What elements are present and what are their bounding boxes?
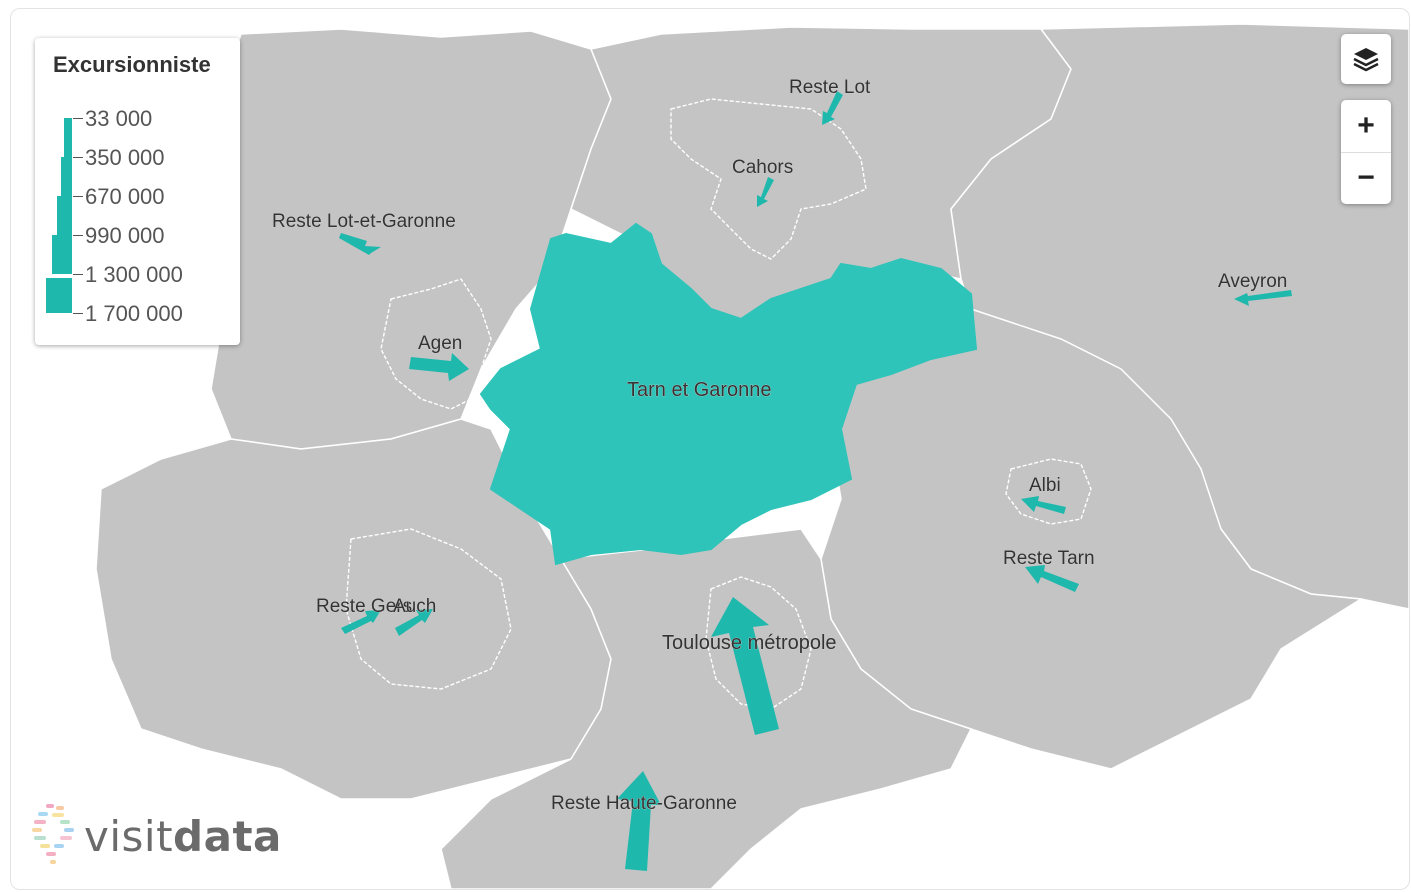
- label-aveyron: Aveyron: [1218, 271, 1287, 292]
- legend-row-0: 33 000: [35, 106, 235, 157]
- zoom-in-button[interactable]: +: [1341, 100, 1391, 153]
- label-toulouse-metropole: Toulouse métropole: [662, 632, 837, 654]
- legend-bar-0: [64, 118, 72, 157]
- label-reste-gers: Reste Gers: [316, 596, 412, 617]
- layers-button[interactable]: [1341, 34, 1391, 84]
- legend-tick-4: [73, 274, 83, 275]
- flow-arrow-toulouse-metropole[interactable]: [711, 597, 779, 735]
- legend-value-4: 1 300 000: [85, 262, 183, 287]
- flow-arrows-layer: [339, 91, 1292, 871]
- flow-arrow-reste-haute-garonne[interactable]: [617, 771, 661, 871]
- label-reste-tarn: Reste Tarn: [1003, 548, 1095, 569]
- legend-value-3: 990 000: [85, 223, 165, 248]
- legend-bar-1: [61, 157, 72, 196]
- label-tarn-et-garonne: Tarn et Garonne: [627, 379, 772, 401]
- legend-bar-2: [57, 196, 72, 235]
- legend-tick-2: [73, 196, 83, 197]
- legend-value-0: 33 000: [85, 106, 153, 131]
- subregions-layer: [345, 98, 1092, 710]
- flow-arrow-reste-lot-et-garonne[interactable]: [339, 233, 381, 255]
- legend-tick-0: [73, 118, 83, 119]
- legend-value-1: 350 000: [85, 145, 165, 170]
- logo-text-bold: data: [173, 812, 282, 861]
- flow-arrow-reste-gers[interactable]: [341, 610, 381, 634]
- place-labels-layer: Reste Lot Cahors Reste Lot-et-Garonne Av…: [272, 77, 1288, 815]
- legend-value-2: 670 000: [85, 184, 165, 209]
- legend-tick-3: [73, 235, 83, 236]
- subregion-agen[interactable]: [380, 278, 492, 410]
- legend-tick-5: [73, 313, 83, 314]
- legend-bar-4: [46, 278, 72, 313]
- legend-value-5: 1 700 000: [85, 301, 183, 326]
- legend-row-1: 350 000: [35, 145, 235, 196]
- legend-title: Excursionniste: [53, 52, 211, 77]
- subregion-cahors[interactable]: [670, 98, 867, 260]
- flow-arrow-agen[interactable]: [409, 353, 469, 381]
- logo-wordmark: visitdata: [84, 812, 282, 861]
- region-tarn[interactable]: [820, 308, 1364, 770]
- flow-arrow-reste-lot[interactable]: [822, 91, 843, 125]
- flow-arrow-albi[interactable]: [1021, 496, 1066, 514]
- flow-arrow-auch[interactable]: [395, 609, 433, 636]
- map-container[interactable]: Reste Lot Cahors Reste Lot-et-Garonne Av…: [10, 8, 1410, 890]
- visitdata-logo: visitdata: [22, 802, 292, 872]
- subregion-toulouse[interactable]: [705, 576, 812, 710]
- subregion-auch[interactable]: [345, 528, 512, 690]
- label-auch: Auch: [393, 596, 436, 617]
- zoom-out-button[interactable]: −: [1357, 161, 1375, 195]
- logo-text-light: visit: [84, 812, 174, 861]
- regions-layer: [95, 23, 1409, 889]
- legend-row-3: 990 000: [35, 223, 235, 274]
- flow-arrow-cahors[interactable]: [757, 177, 774, 207]
- region-haute-garonne[interactable]: [440, 528, 973, 889]
- subregion-albi[interactable]: [1005, 458, 1092, 525]
- map-canvas[interactable]: Reste Lot Cahors Reste Lot-et-Garonne Av…: [11, 9, 1409, 889]
- layers-icon: [1353, 48, 1379, 72]
- label-reste-lot: Reste Lot: [789, 77, 871, 98]
- flow-arrow-reste-tarn[interactable]: [1025, 565, 1079, 592]
- legend-row-4: 1 300 000: [35, 262, 235, 313]
- label-agen: Agen: [418, 333, 462, 354]
- label-cahors: Cahors: [732, 157, 793, 178]
- label-reste-haute-garonne: Reste Haute-Garonne: [551, 793, 737, 814]
- legend-row-2: 670 000: [35, 184, 235, 235]
- legend-tick-1: [73, 157, 83, 158]
- label-reste-lot-et-garonne: Reste Lot-et-Garonne: [272, 211, 456, 232]
- flow-arrow-aveyron[interactable]: [1234, 290, 1292, 306]
- zoom-control: + −: [1341, 100, 1391, 204]
- label-albi: Albi: [1029, 475, 1061, 496]
- region-tarn-et-garonne-highlight[interactable]: [479, 222, 978, 566]
- legend: Excursionniste 33 000 350 000 670 000 99…: [35, 38, 240, 345]
- legend-bar-3: [52, 235, 72, 274]
- legend-row-5: 1 700 000: [35, 301, 235, 345]
- logo-mark-icon: [32, 804, 74, 864]
